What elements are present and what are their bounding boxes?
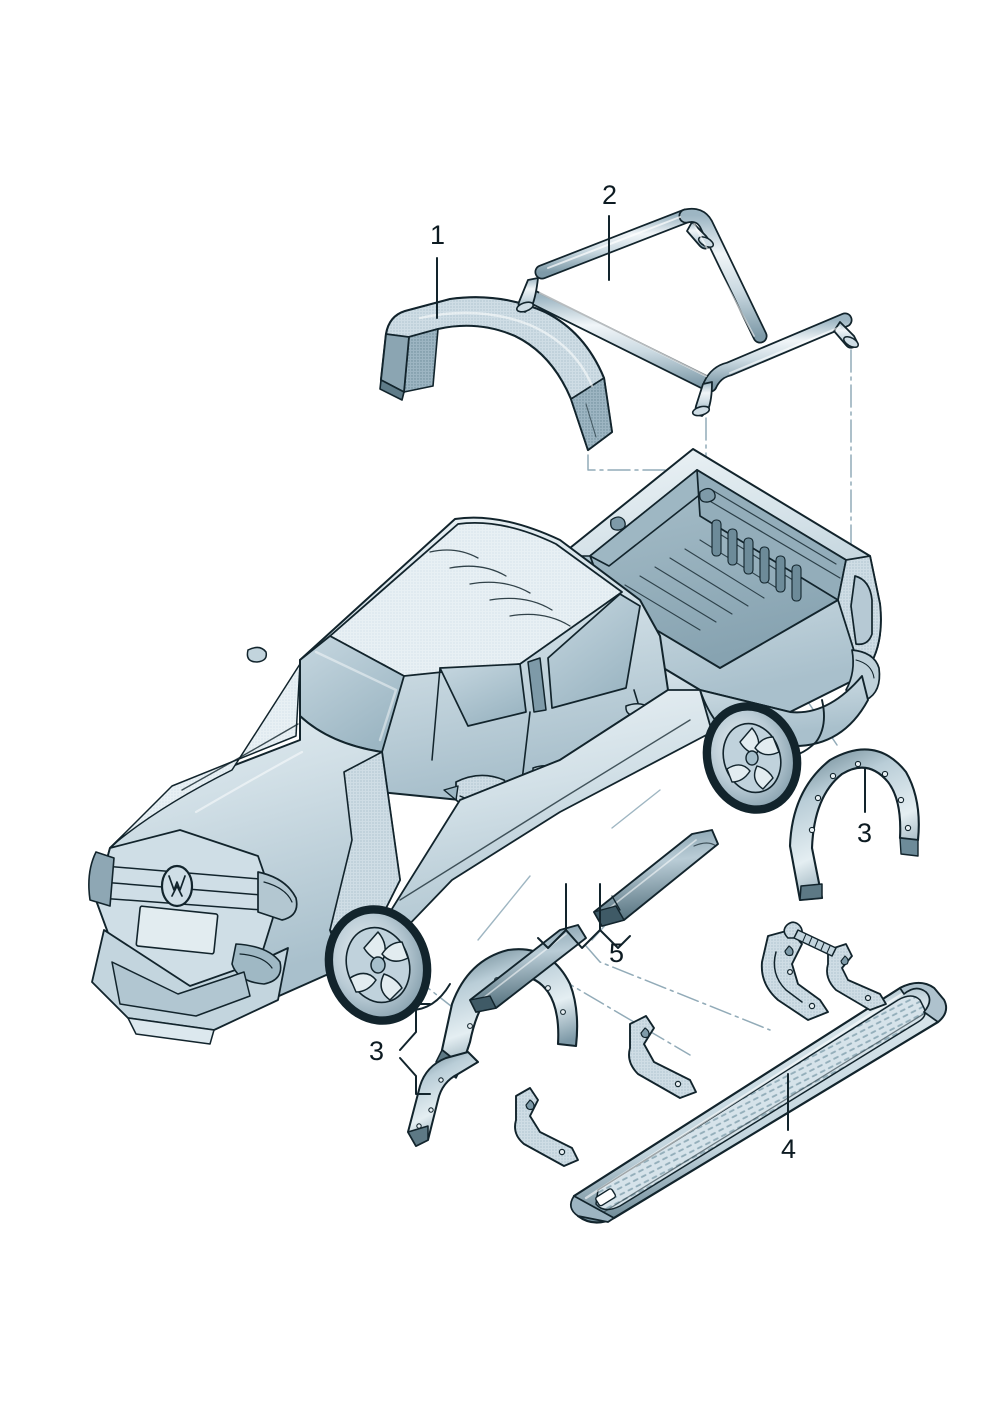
step-bracket-left [514,1087,579,1167]
part-2-sports-bar [516,207,859,417]
callout-5: 5 [609,938,625,968]
callout-3-front: 3 [369,1036,385,1066]
sports-bar-foot-c [691,381,713,417]
vw-logo [160,864,194,908]
part-5-door-trim-strips [469,829,719,1013]
step-bracket-middle [628,1015,697,1099]
rear-wheel [702,702,802,814]
part-3-rear-arch-extension [788,748,920,902]
step-bracket-right-small [826,943,887,1011]
sports-bar-foot-a [516,277,539,313]
part-4-side-step [514,921,948,1224]
vehicle-illustration [88,448,882,1045]
part-3-front-arch-extension [407,948,579,1147]
sports-bar-foot-d [833,321,859,349]
part-1-roof-styling-bar [379,296,614,452]
step-bracket-upper-large [760,929,829,1021]
callout-4: 4 [781,1134,797,1164]
callout-1: 1 [430,220,446,250]
mounting-bolt [783,921,837,957]
callout-2: 2 [602,180,618,210]
front-wheel [324,905,432,1025]
callout-3-rear: 3 [857,818,873,848]
callout-leaders [399,215,866,1131]
